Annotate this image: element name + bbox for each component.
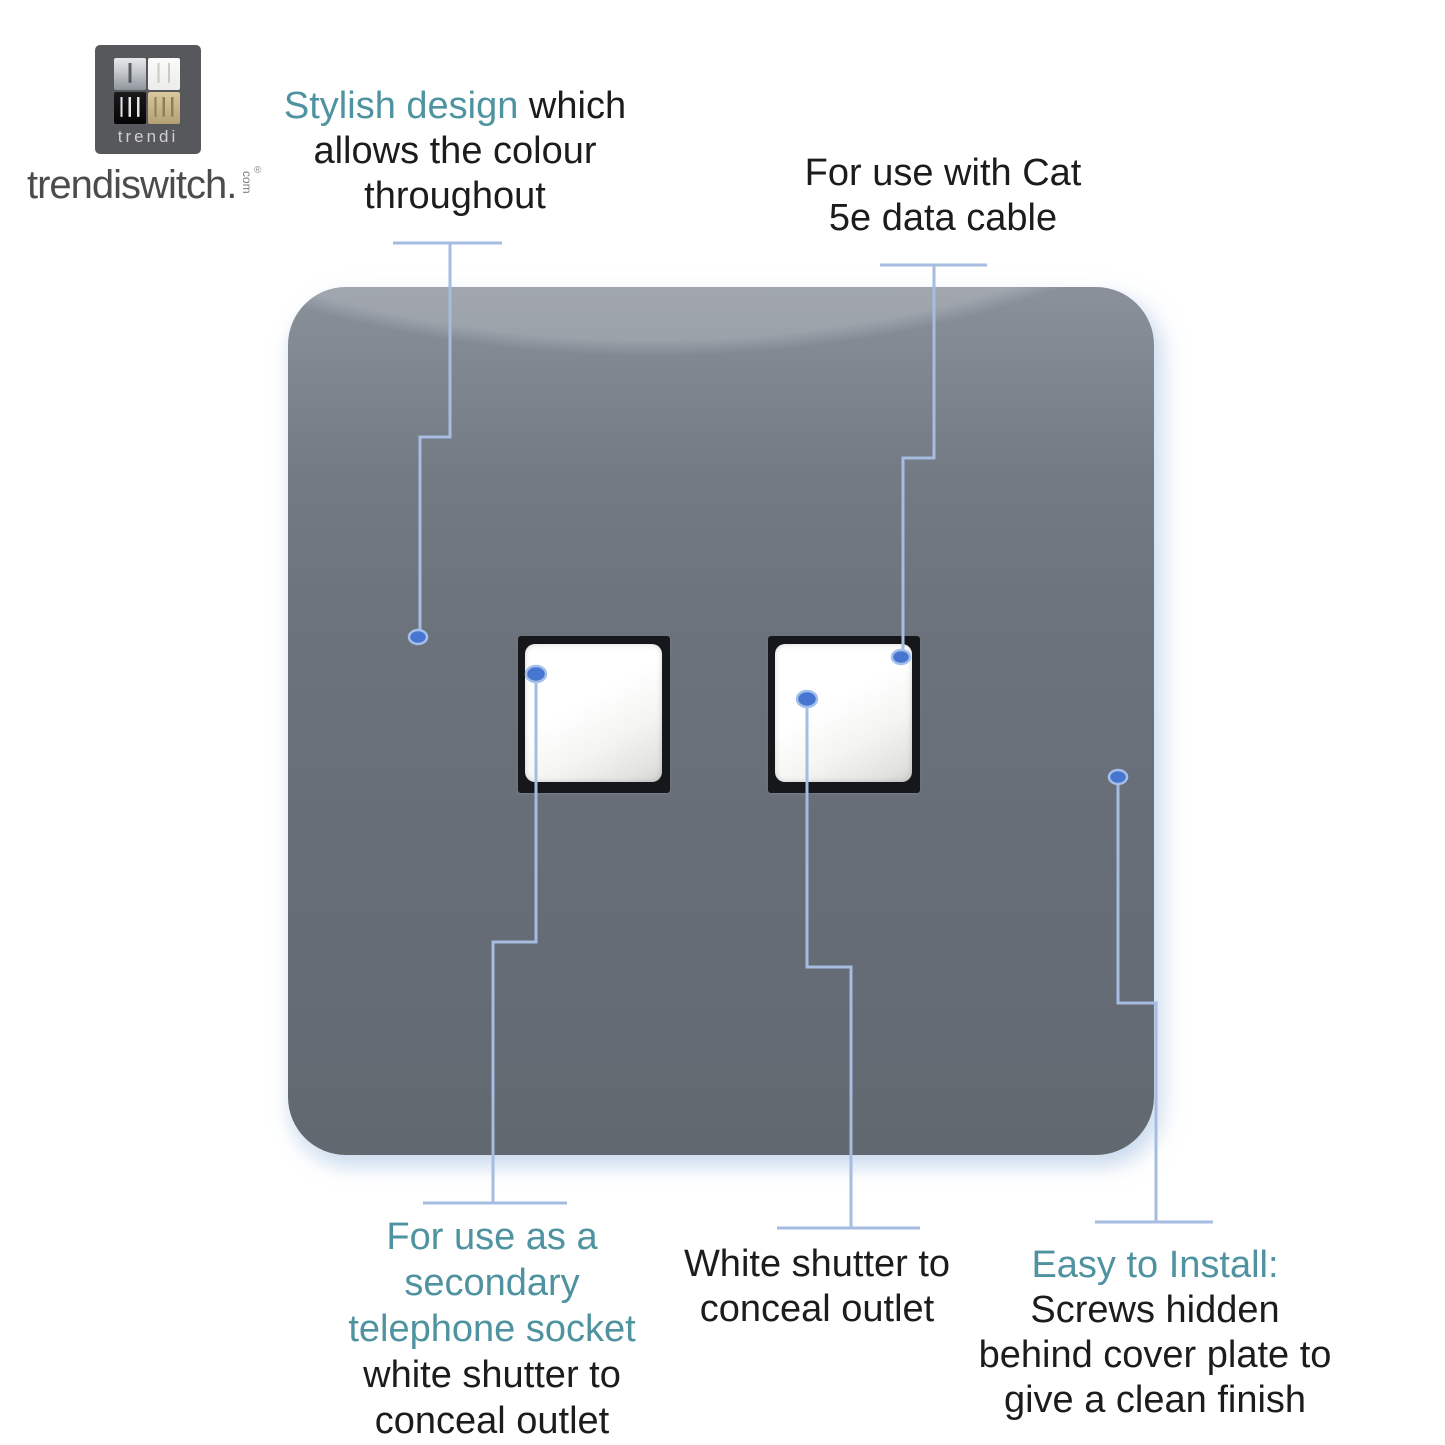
- annotation-stylish-line1-rest: which: [518, 85, 627, 127]
- annotation-white-shutter-line1: White shutter to: [683, 1243, 951, 1285]
- annotation-stylish-highlight: Stylish design: [283, 85, 519, 127]
- annotation-easy-install: Easy to Install: Screws hidden behind co…: [945, 1243, 1365, 1423]
- annotation-stylish-line3: throughout: [364, 175, 546, 217]
- logo-switch-grid: [114, 58, 180, 124]
- registered-trademark-icon: ®: [254, 165, 262, 176]
- brand-wordmark: trendiswitch.: [27, 163, 237, 207]
- annotation-stylish-design: Stylish design which allows the colour t…: [225, 84, 685, 219]
- annotation-secondary-line4: white shutter to: [363, 1354, 621, 1396]
- annotation-install-line2: Screws hidden: [1030, 1289, 1280, 1331]
- logo-switch-gold-icon: [148, 92, 180, 124]
- annotation-secondary-socket: For use as a secondary telephone socket …: [292, 1214, 692, 1444]
- logo-switch-silver-icon: [114, 58, 146, 90]
- annotation-white-shutter: White shutter to conceal outlet: [637, 1242, 997, 1332]
- annotation-secondary-line2: secondary: [404, 1262, 580, 1304]
- logo-tile-label: trendi: [117, 127, 179, 146]
- socket-left: [518, 636, 670, 793]
- annotation-install-line1: Easy to Install:: [1031, 1244, 1279, 1286]
- annotation-install-line4: give a clean finish: [1003, 1379, 1307, 1421]
- logo-switch-black-icon: [114, 92, 146, 124]
- logo-switch-white-icon: [148, 58, 180, 90]
- annotation-white-shutter-line2: conceal outlet: [699, 1288, 935, 1330]
- faceplate: [288, 287, 1154, 1155]
- annotation-cat5e-line1: For use with Cat: [804, 152, 1082, 194]
- annotation-cat5e: For use with Cat 5e data cable: [743, 151, 1143, 241]
- annotation-secondary-line1: For use as a: [386, 1216, 598, 1258]
- annotation-cat5e-line2: 5e data cable: [828, 197, 1058, 239]
- annotation-install-line3: behind cover plate to: [978, 1334, 1332, 1376]
- socket-right-white-shutter: [775, 644, 912, 782]
- socket-right: [768, 636, 920, 793]
- annotation-secondary-line5: conceal outlet: [374, 1400, 610, 1442]
- annotation-stylish-line1: Stylish design which: [225, 84, 685, 129]
- brand-logo-tile: trendi: [95, 45, 201, 154]
- socket-left-white-shutter: [525, 644, 662, 782]
- annotation-secondary-line3: telephone socket: [348, 1308, 636, 1350]
- brand-wordmark-tld: com: [240, 171, 254, 194]
- annotation-stylish-line2: allows the colour: [313, 130, 597, 172]
